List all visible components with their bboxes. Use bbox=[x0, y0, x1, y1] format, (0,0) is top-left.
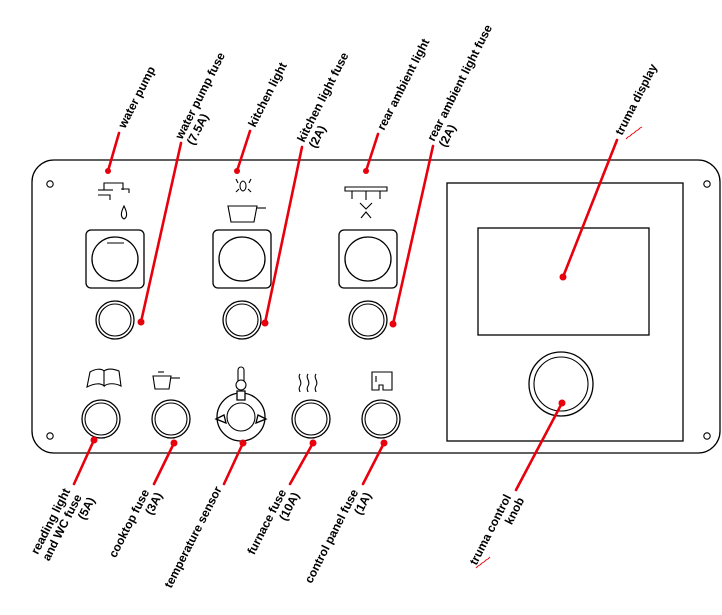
thermometer-icon bbox=[235, 366, 247, 391]
mounting-hole bbox=[46, 432, 54, 440]
callout-kitchen-light bbox=[234, 129, 252, 174]
truma-control-knob[interactable] bbox=[528, 351, 594, 417]
label-furnace-fuse: furnace fuse (10A) bbox=[244, 484, 302, 563]
label-rear-ambient-light-fuse: rear ambient light fuse (2A) bbox=[424, 19, 508, 149]
rear-ambient-light-switch[interactable] bbox=[338, 229, 398, 289]
label-cooktop-fuse: cooktop fuse (3A) bbox=[106, 484, 165, 566]
callout-truma-display bbox=[559, 138, 619, 281]
callout-water-pump bbox=[105, 131, 121, 174]
control-panel-fuse[interactable] bbox=[361, 399, 401, 439]
label-kitchen-light: kitchen light bbox=[245, 60, 290, 129]
light-pot-icon bbox=[227, 178, 266, 223]
water-pump-fuse[interactable] bbox=[95, 300, 135, 340]
truma-control-knob-inner[interactable] bbox=[533, 356, 589, 412]
callout-cooktop-fuse bbox=[152, 439, 178, 486]
spellcheck-underline bbox=[475, 556, 491, 569]
mounting-hole bbox=[703, 180, 711, 188]
label-truma-control-knob: truma control knob bbox=[467, 489, 528, 573]
mounting-hole bbox=[703, 432, 711, 440]
callout-rear-ambient-light-fuse bbox=[389, 144, 435, 328]
kitchen-light-fuse[interactable] bbox=[222, 300, 262, 340]
label-reading-light-fuse: reading light and WC fuse (5A) bbox=[28, 483, 98, 569]
pot-icon bbox=[152, 371, 180, 390]
callout-kitchen-light-fuse bbox=[261, 145, 304, 327]
reading-light-fuse[interactable] bbox=[81, 399, 121, 439]
label-rear-ambient-light: rear ambient light bbox=[374, 36, 432, 132]
label-truma-display: truma display bbox=[612, 61, 660, 137]
callout-temperature-sensor bbox=[222, 439, 247, 486]
callout-control-panel-fuse bbox=[361, 439, 388, 486]
book-icon bbox=[86, 368, 122, 388]
mounting-hole bbox=[46, 180, 54, 188]
faucet-drop-icon bbox=[98, 182, 130, 220]
temperature-sensor bbox=[214, 390, 268, 442]
ceiling-light-icon bbox=[344, 186, 388, 219]
label-temperature-sensor: temperature sensor bbox=[161, 484, 224, 590]
callout-water-pump-fuse bbox=[137, 141, 183, 326]
callout-truma-control-knob bbox=[514, 399, 566, 492]
label-water-pump-fuse: water pump fuse (7.5A) bbox=[172, 47, 241, 148]
truma-display-screen bbox=[477, 227, 650, 336]
callout-furnace-fuse bbox=[288, 439, 317, 486]
callout-reading-light-fuse bbox=[72, 436, 98, 486]
label-water-pump: water pump bbox=[115, 64, 159, 131]
rear-ambient-light-fuse[interactable] bbox=[348, 300, 388, 340]
label-control-panel-fuse: control panel fuse (1A) bbox=[302, 484, 374, 591]
panel-icon bbox=[371, 371, 393, 391]
furnace-fuse[interactable] bbox=[291, 399, 331, 439]
cooktop-fuse[interactable] bbox=[151, 399, 191, 439]
heat-waves-icon bbox=[298, 373, 318, 393]
water-pump-switch[interactable] bbox=[85, 229, 145, 289]
callout-rear-ambient-light bbox=[363, 132, 380, 174]
label-kitchen-light-fuse: kitchen light fuse (2A) bbox=[294, 47, 364, 150]
spellcheck-underline bbox=[625, 126, 643, 140]
kitchen-light-switch[interactable] bbox=[212, 229, 272, 289]
